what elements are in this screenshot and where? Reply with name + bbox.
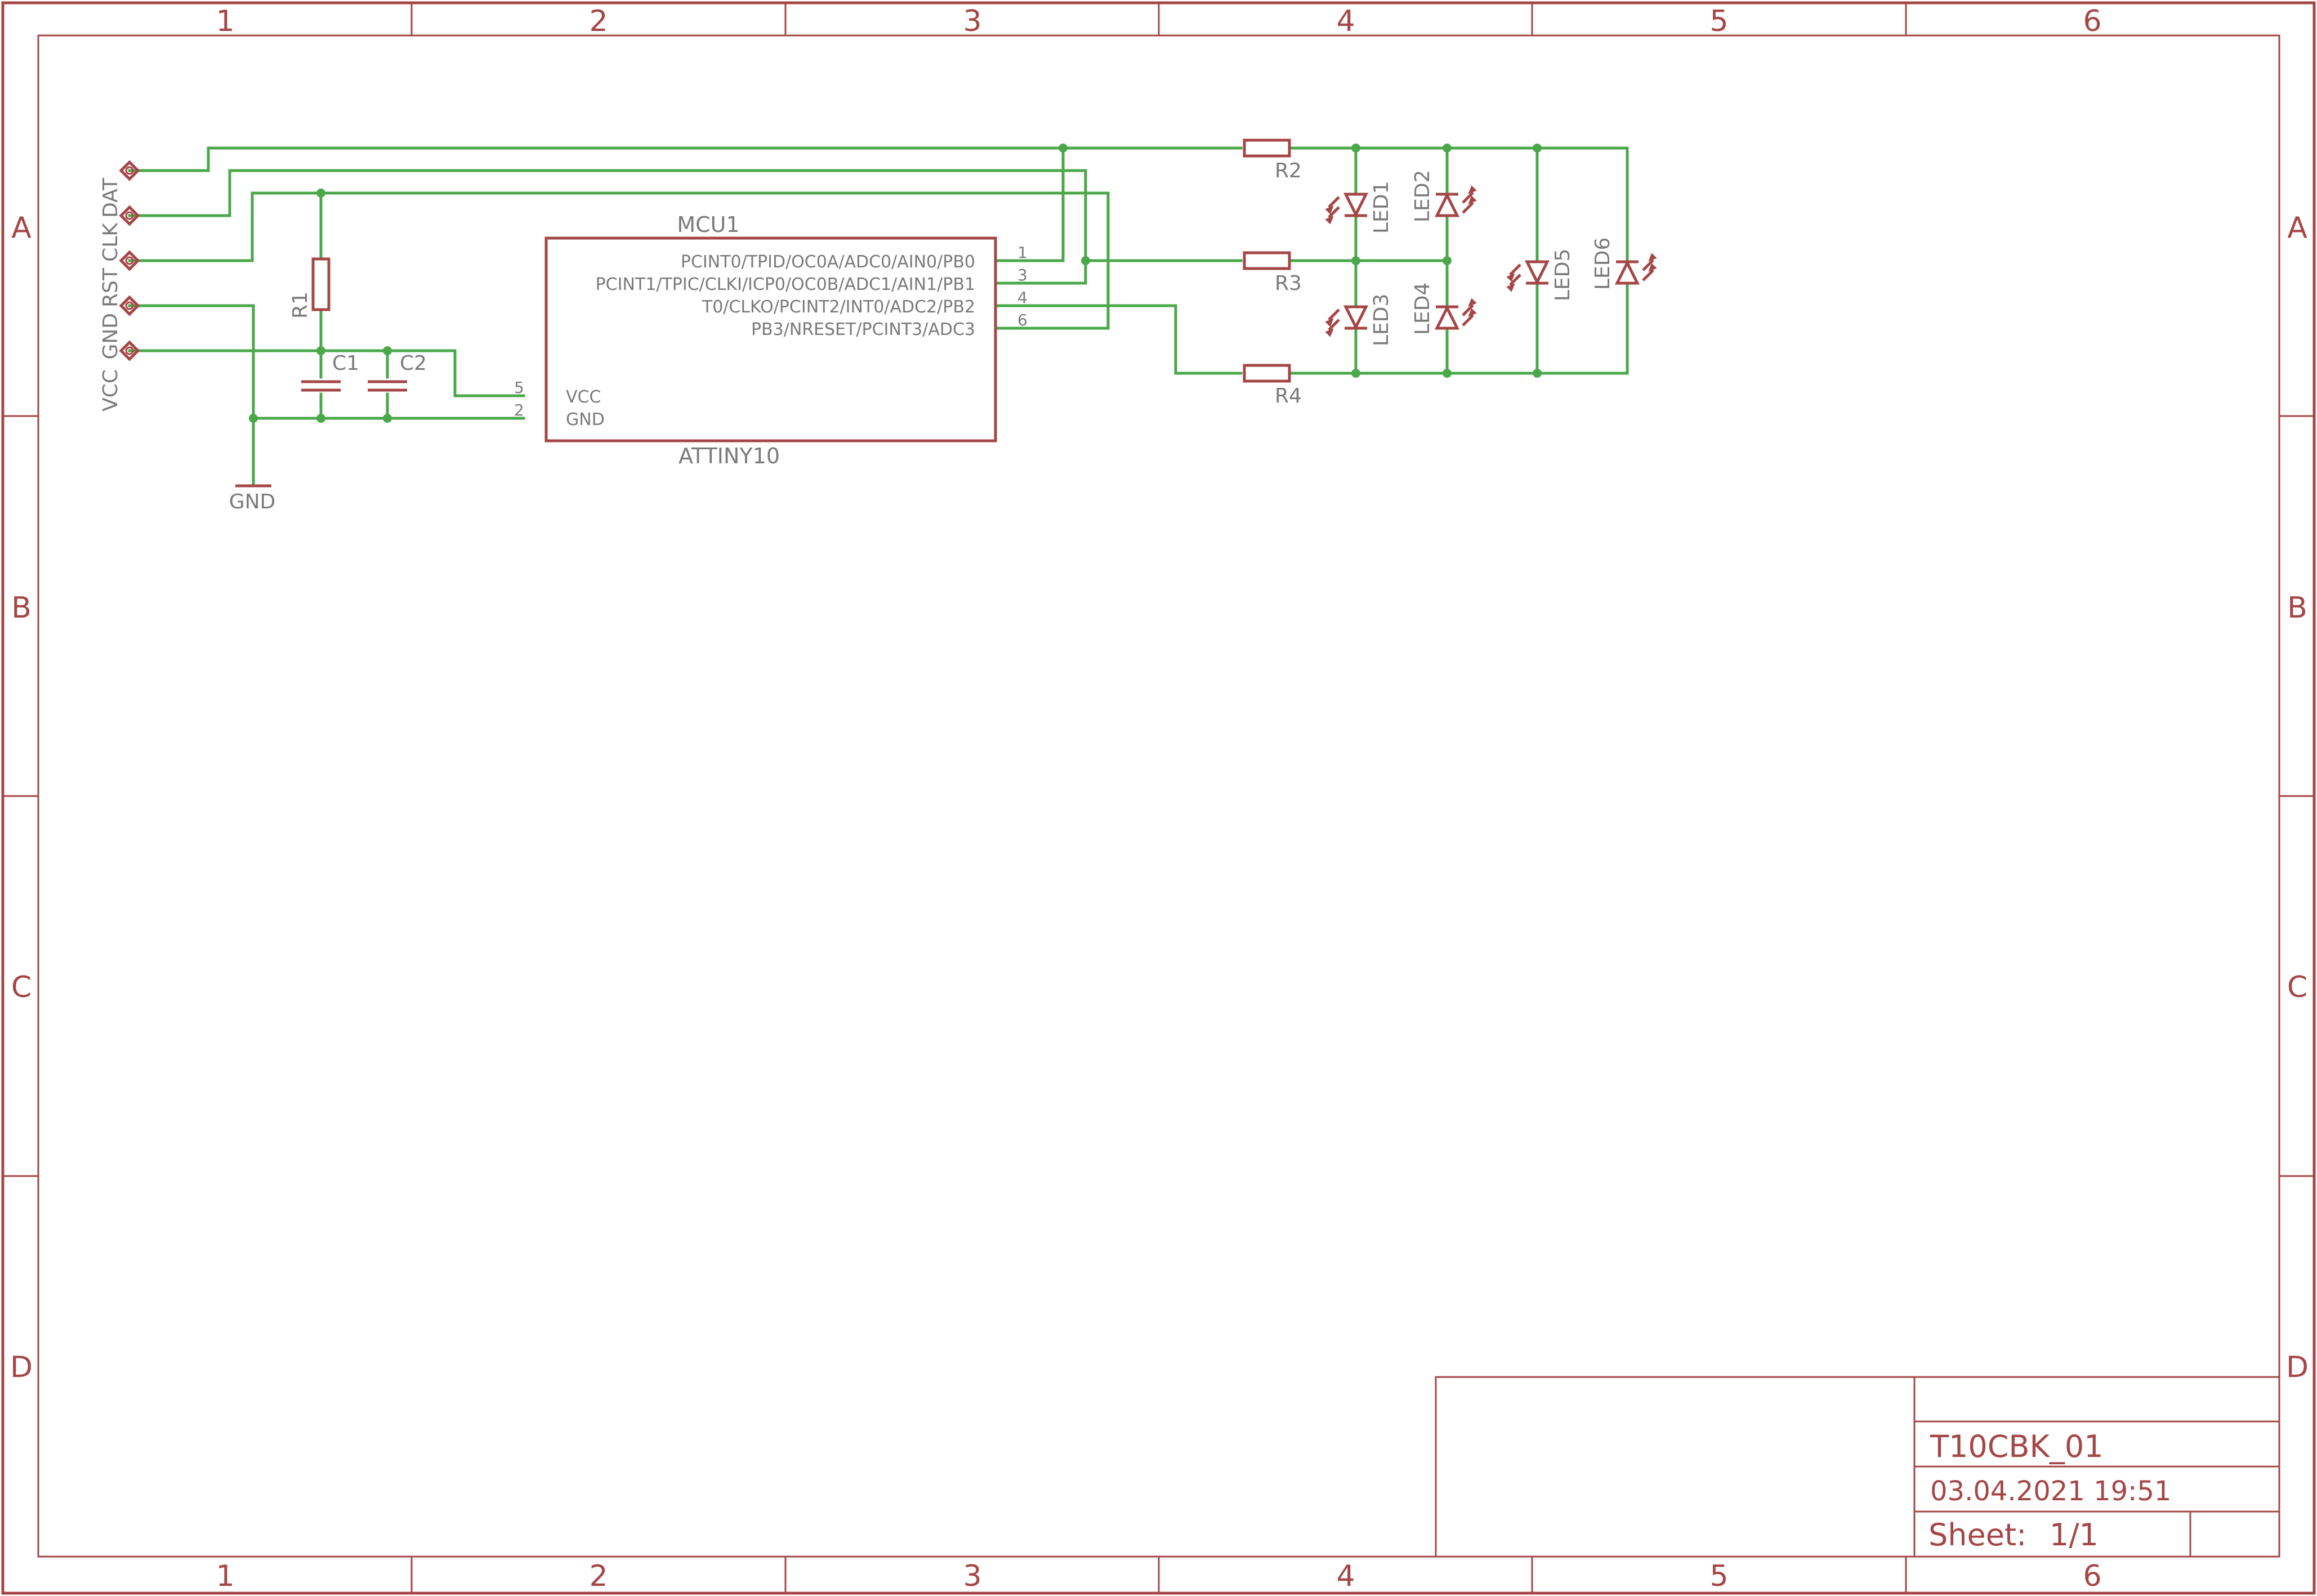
row-label-d: D <box>2286 1351 2309 1384</box>
row-label-a: A <box>2287 211 2307 245</box>
column-label-3: 3 <box>963 5 981 38</box>
connector-label-gnd: GND <box>99 313 122 360</box>
mcu-pin-name-pb2: T0/CLKO/PCINT2/INT0/ADC2/PB2 <box>702 297 975 317</box>
sheet-value: 1/1 <box>2050 1517 2099 1553</box>
connector-pad-vcc <box>119 340 140 361</box>
row-label-a: A <box>11 211 32 245</box>
c2-label: C2 <box>400 352 427 375</box>
row-label-c: C <box>11 971 32 1004</box>
capacitor-c2: C2 <box>368 352 427 392</box>
column-label-2: 2 <box>589 5 608 38</box>
mcu-pin-name-pb3: PB3/NRESET/PCINT3/ADC3 <box>751 320 975 339</box>
r2-label: R2 <box>1275 159 1302 182</box>
column-label-4: 4 <box>1336 1559 1355 1593</box>
mcu-pin-name-gnd: GND <box>566 410 605 430</box>
mcu-pin-name-vcc: VCC <box>566 387 601 407</box>
sheet-label: Sheet: <box>1928 1517 2026 1553</box>
led-led4: LED4 <box>1411 283 1477 335</box>
led-led1: LED1 <box>1325 181 1393 234</box>
mcu-pin-number-5: 5 <box>514 378 524 397</box>
mcu-value: ATTINY10 <box>678 444 780 468</box>
row-label-c: C <box>2287 971 2307 1004</box>
led3-label: LED3 <box>1370 294 1393 346</box>
mcu-pin-name-pb1: PCINT1/TPIC/CLKI/ICP0/OC0B/ADC1/AIN1/PB1 <box>596 275 975 294</box>
led-led2: LED2 <box>1411 170 1477 222</box>
row-label-b: B <box>11 591 32 625</box>
row-label-b: B <box>2287 591 2307 625</box>
resistor-r4: R4 <box>1243 364 1302 408</box>
led4-label: LED4 <box>1411 283 1434 335</box>
r4-label: R4 <box>1275 385 1302 408</box>
ground-symbol: GND <box>229 484 276 513</box>
connector-label-clk: CLK <box>99 222 122 262</box>
led1-label: LED1 <box>1370 181 1393 234</box>
drawing-date: 03.04.2021 19:51 <box>1930 1476 2171 1507</box>
column-label-2: 2 <box>589 1559 608 1593</box>
resistor-r1: R1 <box>289 257 331 319</box>
connector-label-dat: DAT <box>99 177 122 218</box>
resistor-r2: R2 <box>1243 138 1302 182</box>
mcu-pin-number-6: 6 <box>1017 311 1028 329</box>
mcu-pin-name-pb0: PCINT0/TPID/OC0A/ADC0/AIN0/PB0 <box>681 252 975 272</box>
junction-dots <box>249 144 1542 423</box>
gnd-label: GND <box>229 490 276 513</box>
column-label-1: 1 <box>216 5 234 38</box>
led-led5: LED5 <box>1506 249 1574 301</box>
programming-connector: DAT CLK RST GND VCC <box>99 160 140 412</box>
connector-pad-gnd <box>119 295 140 316</box>
led2-label: LED2 <box>1411 170 1434 222</box>
column-label-6: 6 <box>2083 1559 2101 1593</box>
mcu-pin-number-4: 4 <box>1017 288 1028 307</box>
mcu-pin-number-2: 2 <box>514 401 524 419</box>
capacitor-c1: C1 <box>301 352 359 392</box>
led6-label: LED6 <box>1591 238 1614 290</box>
r1-label: R1 <box>289 292 312 319</box>
column-label-6: 6 <box>2083 5 2101 38</box>
led-led3: LED3 <box>1325 294 1393 346</box>
title-block: T10CBK_01 03.04.2021 19:51 Sheet: 1/1 <box>1435 1376 2280 1558</box>
connector-label-rst: RST <box>99 267 122 307</box>
mcu-attiny10: MCU1 ATTINY10 PCINT0/TPID/OC0A/ADC0/AIN0… <box>514 212 1028 468</box>
r3-label: R3 <box>1275 272 1302 295</box>
led-led6: LED6 <box>1591 238 1657 290</box>
mcu-name: MCU1 <box>677 212 739 237</box>
c1-label: C1 <box>332 352 359 375</box>
column-label-3: 3 <box>963 1559 981 1593</box>
drawing-title: T10CBK_01 <box>1930 1429 2104 1464</box>
column-label-5: 5 <box>1709 5 1728 38</box>
row-label-d: D <box>10 1351 33 1384</box>
connector-pad-clk <box>119 205 140 226</box>
mcu-pin-number-3: 3 <box>1017 266 1028 284</box>
resistor-r3: R3 <box>1243 251 1302 295</box>
led5-label: LED5 <box>1551 249 1574 301</box>
mcu-pin-number-1: 1 <box>1017 243 1028 262</box>
wires <box>128 146 1629 488</box>
column-label-1: 1 <box>216 1559 234 1593</box>
connector-pad-rst <box>119 250 140 271</box>
column-label-4: 4 <box>1336 5 1355 38</box>
column-label-5: 5 <box>1709 1559 1728 1593</box>
connector-label-vcc: VCC <box>99 369 122 412</box>
connector-pad-dat <box>119 160 140 181</box>
